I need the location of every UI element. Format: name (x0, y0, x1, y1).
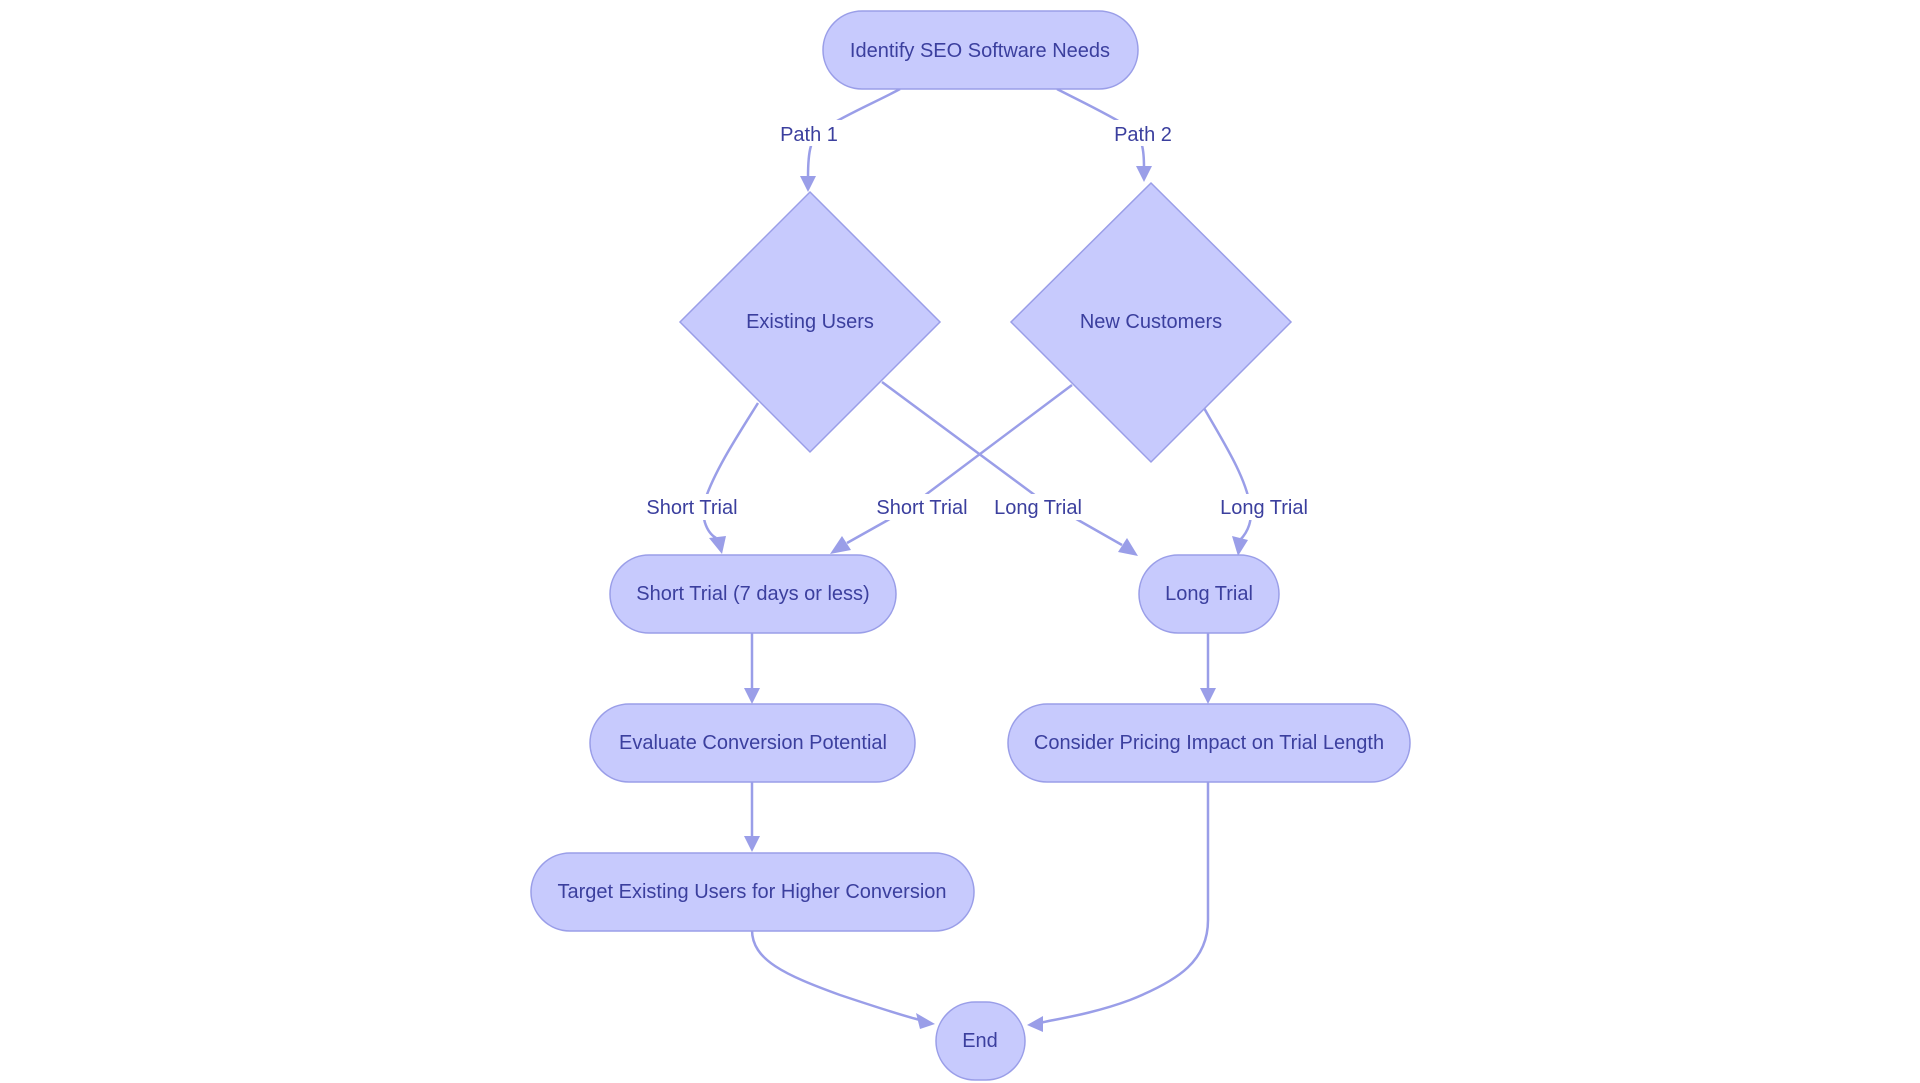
node-identify-seo-software-needs[interactable]: Identify SEO Software Needs (822, 10, 1139, 90)
edge-existing-to-short-trial (701, 402, 760, 554)
node-short-trial[interactable]: Short Trial (7 days or less) (609, 554, 897, 634)
edge-target-to-end (750, 929, 935, 1029)
svg-text:Evaluate Conversion Potential: Evaluate Conversion Potential (619, 732, 887, 754)
svg-text:Target Existing Users for High: Target Existing Users for Higher Convers… (557, 881, 946, 903)
svg-text:Path 2: Path 2 (1114, 124, 1172, 146)
edge-long-trial-to-pricing (1200, 633, 1216, 704)
node-target-existing-users[interactable]: Target Existing Users for Higher Convers… (530, 852, 975, 932)
svg-text:Path 1: Path 1 (780, 124, 838, 146)
svg-text:Long Trial: Long Trial (994, 497, 1082, 519)
edge-new-customers-to-short-trial (830, 384, 1073, 554)
edge-pricing-to-end (1027, 782, 1210, 1032)
edge-new-customers-to-long-trial (1202, 407, 1253, 556)
node-end[interactable]: End (935, 1001, 1026, 1081)
edge-label-new-long-trial: Long Trial (1219, 494, 1309, 520)
node-new-customers[interactable]: New Customers (1009, 181, 1293, 464)
edge-label-new-short-trial: Short Trial (875, 494, 970, 520)
edge-short-trial-to-evaluate (744, 633, 760, 704)
edge-label-existing-long-trial: Long Trial (993, 494, 1083, 520)
svg-text:Consider Pricing Impact on Tri: Consider Pricing Impact on Trial Length (1034, 732, 1384, 754)
svg-text:Identify SEO Software Needs: Identify SEO Software Needs (850, 40, 1110, 62)
svg-text:Long Trial: Long Trial (1220, 497, 1308, 519)
svg-text:Short Trial: Short Trial (646, 497, 737, 519)
svg-text:Short Trial (7 days or less): Short Trial (7 days or less) (636, 583, 869, 605)
node-consider-pricing-impact[interactable]: Consider Pricing Impact on Trial Length (1007, 703, 1411, 783)
edge-labels: Path 1 Path 2 Short Trial Short Trial Lo… (645, 120, 1309, 520)
edge-label-path-2: Path 2 (1110, 120, 1176, 146)
edge-evaluate-to-target (744, 782, 760, 852)
svg-text:Short Trial: Short Trial (876, 497, 967, 519)
node-long-trial[interactable]: Long Trial (1138, 554, 1280, 634)
node-existing-users[interactable]: Existing Users (678, 190, 942, 454)
svg-text:Existing Users: Existing Users (746, 311, 874, 333)
edge-label-existing-short-trial: Short Trial (645, 494, 740, 520)
node-evaluate-conversion-potential[interactable]: Evaluate Conversion Potential (589, 703, 916, 783)
svg-text:Long Trial: Long Trial (1165, 583, 1253, 605)
edges (701, 87, 1253, 1032)
nodes: Identify SEO Software Needs Existing Use… (530, 10, 1411, 1081)
edge-label-path-1: Path 1 (776, 120, 842, 146)
svg-text:End: End (962, 1030, 998, 1052)
svg-text:New Customers: New Customers (1080, 311, 1222, 333)
